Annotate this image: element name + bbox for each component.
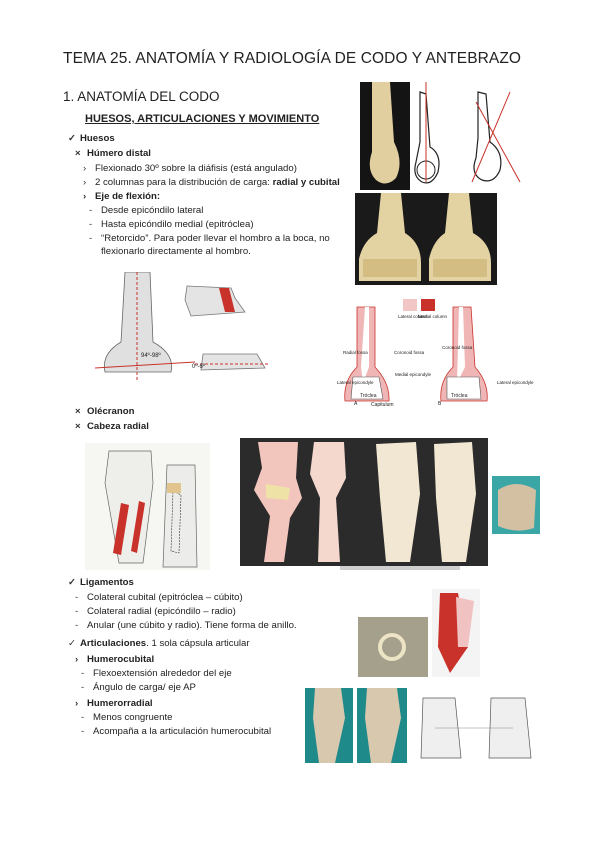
- arrow-icon: ›: [83, 177, 87, 188]
- list-item: -Anular (une cúbito y radio). Tiene form…: [75, 620, 297, 631]
- figure-label: Lateral epicondyle: [337, 380, 374, 385]
- arrow-icon: ›: [83, 191, 87, 202]
- articulation-figures: [305, 688, 548, 763]
- list-item-humero: ×Húmero distal: [75, 148, 151, 159]
- ulna-specimen-photos: [240, 438, 488, 570]
- page-title: TEMA 25. ANATOMÍA Y RADIOLOGÍA DE CODO Y…: [63, 50, 522, 67]
- list-item-olecranon: ×Olécranon: [75, 406, 135, 417]
- cross-icon: ×: [75, 406, 81, 417]
- figure-label: A: [354, 401, 358, 407]
- list-item: -Colateral radial (epicóndilo – radio): [75, 606, 236, 617]
- radial-head-photo: [492, 476, 540, 534]
- figure-label: B: [438, 401, 442, 407]
- dash-icon: -: [81, 668, 85, 679]
- list-item-continuation: flexionarlo directamente al hombro.: [101, 246, 251, 257]
- list-item-huesos: ✓Huesos: [68, 133, 115, 144]
- dash-icon: -: [75, 620, 79, 631]
- list-item-ligamentos: ✓Ligamentos: [68, 577, 134, 588]
- list-item: -Hasta epicóndilo medial (epitróclea): [89, 219, 254, 230]
- section-heading: 1. ANATOMÍA DEL CODO: [63, 89, 220, 104]
- dash-icon: -: [89, 233, 93, 244]
- list-item-articulaciones: ✓Articulaciones. 1 sola cápsula articula…: [68, 638, 250, 649]
- figure-label: Lateral epicondyle: [497, 380, 534, 385]
- dash-icon: -: [89, 219, 93, 230]
- distal-humerus-figure: [360, 82, 521, 190]
- check-icon: ✓: [68, 577, 77, 588]
- dash-icon: -: [75, 592, 79, 603]
- humerus-columns-diagram: [344, 299, 488, 402]
- figure-label: Radial fossa: [343, 350, 368, 355]
- cross-icon: ×: [75, 148, 81, 159]
- distal-humerus-photos: [355, 193, 497, 285]
- arrow-icon: ›: [75, 698, 79, 709]
- list-item: ›Flexionado 30º sobre la diáfisis (está …: [83, 163, 297, 174]
- list-item: -Colateral cubital (epitróclea – cúbito): [75, 592, 243, 603]
- check-icon: ✓: [68, 133, 77, 144]
- arrow-icon: ›: [75, 654, 79, 665]
- dash-icon: -: [81, 682, 85, 693]
- dash-icon: -: [81, 712, 85, 723]
- list-item-eje: ›Eje de flexión:: [83, 191, 161, 202]
- list-item: -Menos congruente: [81, 712, 173, 723]
- figure-label: Coronoid fossa: [442, 345, 473, 350]
- dash-icon: -: [81, 726, 85, 737]
- list-item: -“Retorcido”. Para poder llevar el hombr…: [89, 233, 330, 244]
- dash-icon: -: [75, 606, 79, 617]
- list-item-cabeza-radial: ×Cabeza radial: [75, 421, 149, 432]
- list-item-humerorradial: ›Humerorradial: [75, 698, 153, 709]
- check-icon: ✓: [68, 638, 77, 649]
- figure-label: Tróclea: [451, 393, 468, 399]
- list-item: ›2 columnas para la distribución de carg…: [83, 177, 340, 188]
- figure-label: Capitulum: [371, 402, 394, 408]
- figure-label: Coronoid fossa: [394, 350, 425, 355]
- figure-label: Lateral column: [398, 314, 428, 319]
- list-item: -Acompaña a la articulación humerocubita…: [81, 726, 272, 737]
- subsection-heading: HUESOS, ARTICULACIONES Y MOVIMIENTO: [85, 113, 320, 125]
- list-item-humerocubital: ›Humerocubital: [75, 654, 155, 665]
- cross-icon: ×: [75, 421, 81, 432]
- angle-label: 94º-98º: [141, 353, 161, 359]
- dash-icon: -: [89, 205, 93, 216]
- humerus-angle-diagram: [95, 272, 270, 382]
- list-item: -Flexoextensión alrededor del eje: [81, 668, 232, 679]
- figure-label: Tróclea: [360, 393, 377, 399]
- list-item: -Ángulo de carga/ eje AP: [81, 682, 196, 693]
- angle-label: 0º-6º: [192, 364, 206, 370]
- list-item: -Desde epicóndilo lateral: [89, 205, 204, 216]
- ligament-figures: [358, 589, 480, 677]
- arrow-icon: ›: [83, 163, 87, 174]
- figure-label: Medial column: [418, 314, 448, 319]
- figure-label: Medial epicondyle: [395, 372, 432, 377]
- ulna-radius-drawing: [85, 443, 210, 570]
